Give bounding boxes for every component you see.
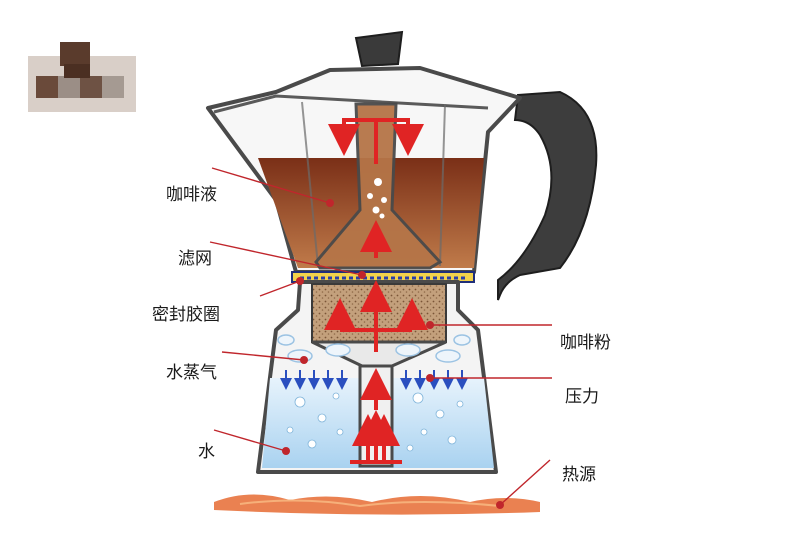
coffee-grounds bbox=[311, 283, 447, 343]
pressure-arrows bbox=[280, 370, 468, 390]
label-pressure: 压力 bbox=[565, 387, 599, 407]
label-coffee-liquid: 咖啡液 bbox=[166, 185, 217, 205]
handle bbox=[497, 90, 598, 301]
label-steam: 水蒸气 bbox=[166, 363, 217, 383]
lid-knob bbox=[354, 30, 404, 68]
steam-clouds bbox=[277, 334, 471, 363]
label-water: 水 bbox=[198, 442, 215, 462]
flow-arrows bbox=[324, 118, 428, 464]
label-gasket: 密封胶圈 bbox=[152, 305, 220, 325]
bubbles bbox=[367, 178, 387, 219]
label-filter-screen: 滤网 bbox=[178, 249, 212, 269]
water-bubbles bbox=[286, 392, 464, 452]
leader-lines bbox=[209, 167, 552, 506]
label-heat-source: 热源 bbox=[562, 465, 596, 485]
label-coffee-grounds: 咖啡粉 bbox=[560, 333, 611, 353]
brand-logo bbox=[28, 42, 136, 112]
leader-dots bbox=[282, 199, 504, 509]
